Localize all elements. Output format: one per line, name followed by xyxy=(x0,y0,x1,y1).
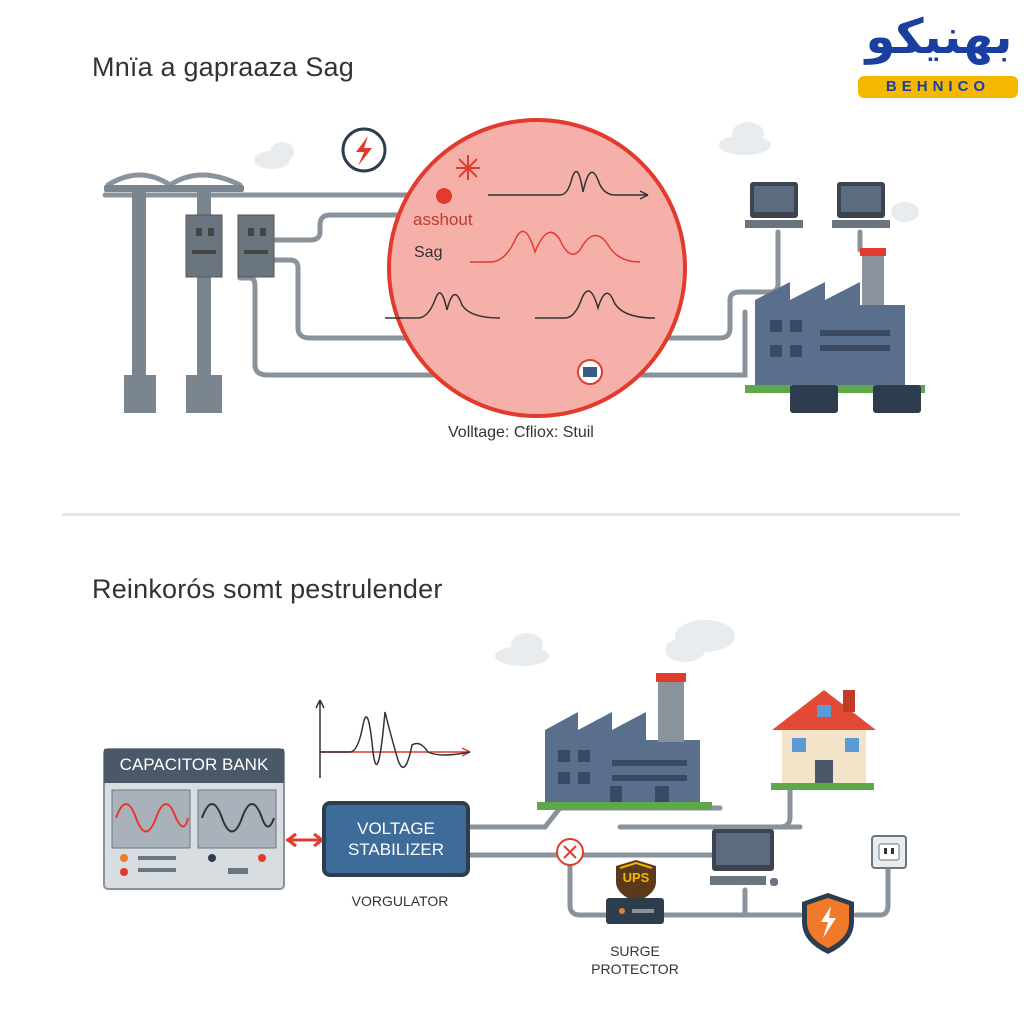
bottom-section-title: Reinkorós somt pestrulender xyxy=(92,574,443,604)
outlet-icon xyxy=(871,835,907,869)
ups-icon xyxy=(606,860,664,924)
vorgulator-label: VORGULATOR xyxy=(351,893,449,909)
error-icon xyxy=(556,838,584,866)
sag-zone-circle xyxy=(387,118,687,418)
voltage-stabilizer-label: VOLTAGE STABILIZER xyxy=(347,819,445,859)
top-section-title: Mnïa a gapraaza Sag xyxy=(92,52,354,82)
cloud-icon xyxy=(254,122,771,666)
spark-icon xyxy=(436,155,480,204)
sag-label: Sag xyxy=(414,244,443,261)
asshout-label: asshout xyxy=(413,210,473,229)
logo-persian-text: بهنیکو xyxy=(865,9,1013,65)
capacitor-bank-icon xyxy=(103,748,285,890)
power-pole-icon xyxy=(104,185,275,413)
capacitor-bank-label: CAPACITOR BANK xyxy=(119,755,269,774)
section-divider xyxy=(62,513,960,516)
factory-icon xyxy=(745,202,925,413)
oscillation-chart xyxy=(315,699,471,778)
house-icon xyxy=(771,690,876,790)
sag-waveforms xyxy=(385,170,656,319)
computer-icon xyxy=(710,829,778,886)
fault-marker-icon xyxy=(577,359,603,385)
voltage-caption: Volltage: Cfliox: Stuil xyxy=(448,424,594,441)
factory-icon xyxy=(537,620,735,810)
computer-icon xyxy=(745,182,890,228)
logo-english-text: BEHNICO xyxy=(858,76,1018,98)
lightning-icon xyxy=(341,127,387,173)
surge-protector-label: SURGE PROTECTOR xyxy=(591,943,679,977)
voltage-stabilizer-box xyxy=(322,801,470,877)
shield-icon xyxy=(802,893,854,954)
ups-label: UPS xyxy=(622,870,650,885)
